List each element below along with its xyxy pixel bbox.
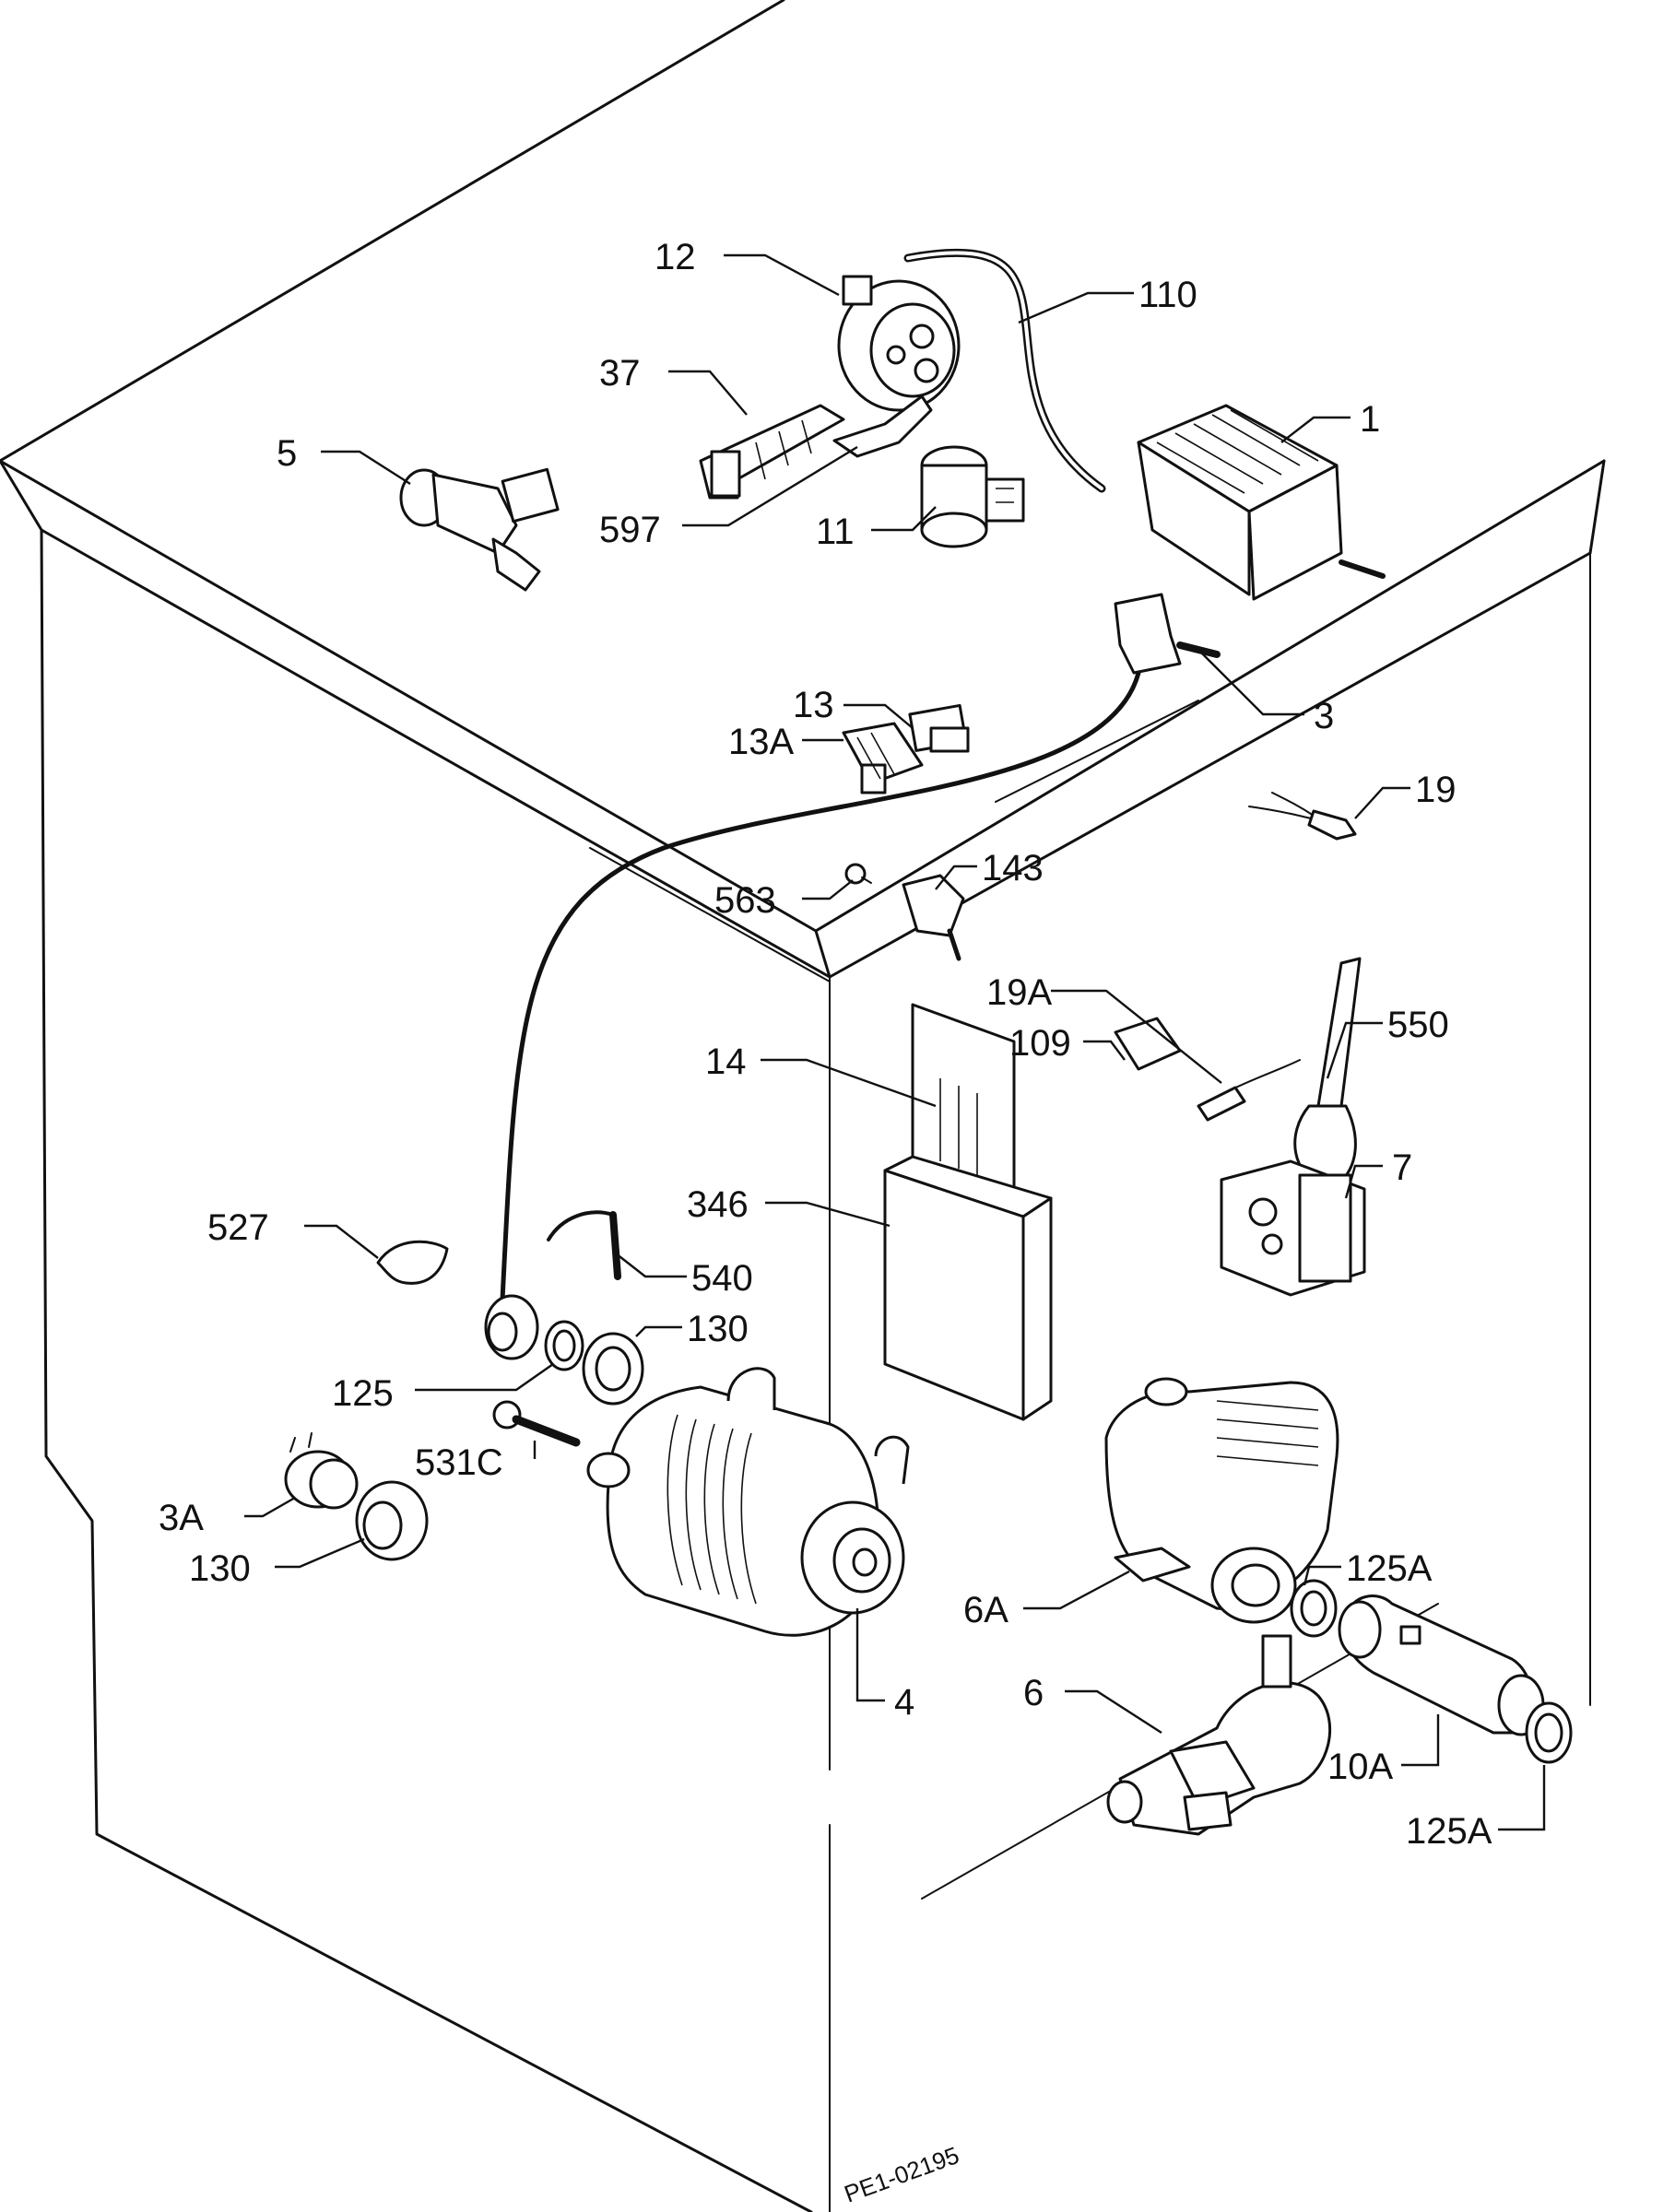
part-13a-connector	[842, 722, 924, 794]
appliance-cabinet-outline	[0, 0, 1606, 2212]
callout-13: 13	[793, 685, 834, 725]
callout-11: 11	[816, 512, 855, 552]
callout-125a-lower: 125A	[1406, 1811, 1492, 1852]
part-597-clip	[832, 394, 933, 458]
callout-10a: 10A	[1327, 1747, 1393, 1787]
part-3a-thermostat	[284, 1432, 359, 1510]
part-6a-pump-body	[1104, 1377, 1339, 1624]
callout-130-upper: 130	[687, 1309, 749, 1349]
part-550-lever	[1293, 957, 1362, 1191]
part-7-door-lock	[1220, 1159, 1366, 1297]
part-563-screw	[844, 863, 872, 885]
callout-125a-upper: 125A	[1346, 1548, 1433, 1589]
part-527-clip	[376, 1240, 449, 1285]
part-10a-filter	[1338, 1594, 1545, 1736]
part-4-motor	[586, 1367, 910, 1637]
part-19a-wire-sensor	[1197, 1059, 1301, 1122]
callout-6a: 6A	[963, 1590, 1009, 1630]
part-531c-screw	[492, 1400, 581, 1447]
callout-531c: 531C	[415, 1442, 503, 1483]
drawing-code: PE1-02195	[841, 2141, 963, 2208]
callout-550: 550	[1387, 1005, 1449, 1045]
callout-130-lower: 130	[189, 1548, 251, 1589]
part-125a-ring-upper	[1290, 1579, 1338, 1638]
part-540-cable-tie	[547, 1210, 621, 1280]
callout-110: 110	[1138, 275, 1197, 315]
callout-7: 7	[1392, 1147, 1412, 1188]
part-13-connector	[908, 703, 970, 753]
part-130-grommet-upper-left	[484, 1294, 539, 1360]
part-6-drain-pump	[1106, 1634, 1332, 1836]
part-130-grommet-upper	[582, 1332, 644, 1406]
part-125a-ring-lower	[1525, 1701, 1573, 1764]
callout-540: 540	[691, 1258, 753, 1299]
callout-19: 19	[1415, 770, 1457, 810]
callout-3: 3	[1314, 696, 1334, 736]
part-11-capacitor	[920, 445, 1025, 548]
part-125-ring	[544, 1320, 584, 1371]
part-37-bracket	[699, 404, 845, 500]
part-130-grommet-lower	[355, 1480, 429, 1561]
callout-125: 125	[332, 1373, 394, 1414]
callout-12: 12	[655, 237, 696, 277]
callout-143: 143	[982, 848, 1044, 888]
callout-4: 4	[894, 1682, 914, 1723]
callout-1: 1	[1360, 399, 1380, 440]
callout-37: 37	[599, 353, 641, 394]
part-12-pressure-switch	[837, 275, 961, 412]
callout-597: 597	[599, 510, 661, 550]
part-3-door-switch	[1114, 593, 1221, 675]
callout-labels: 1 3 3A 4 5 6 6A 7 10A 11 12 13 13A 14 19…	[159, 237, 1492, 1852]
part-109-cover	[1114, 1017, 1182, 1071]
callout-346: 346	[687, 1184, 749, 1225]
door-switch-cable	[500, 670, 1141, 1302]
callout-6: 6	[1023, 1673, 1044, 1713]
part-19-sensor	[1248, 792, 1357, 841]
callout-5: 5	[277, 433, 297, 474]
callout-3a: 3A	[159, 1498, 204, 1538]
callout-109: 109	[1009, 1023, 1071, 1064]
callout-13a: 13A	[728, 722, 794, 762]
callout-14: 14	[705, 1041, 747, 1082]
part-143-switch	[902, 874, 965, 961]
part-1-programme-timer	[1137, 404, 1386, 601]
leader-lines	[244, 253, 1546, 1831]
callout-19a: 19A	[986, 972, 1052, 1013]
callout-563: 563	[714, 880, 776, 921]
part-5-water-inlet-valve	[399, 467, 560, 592]
callout-527: 527	[207, 1207, 269, 1248]
part-346-dispenser-housing	[883, 1155, 1053, 1421]
